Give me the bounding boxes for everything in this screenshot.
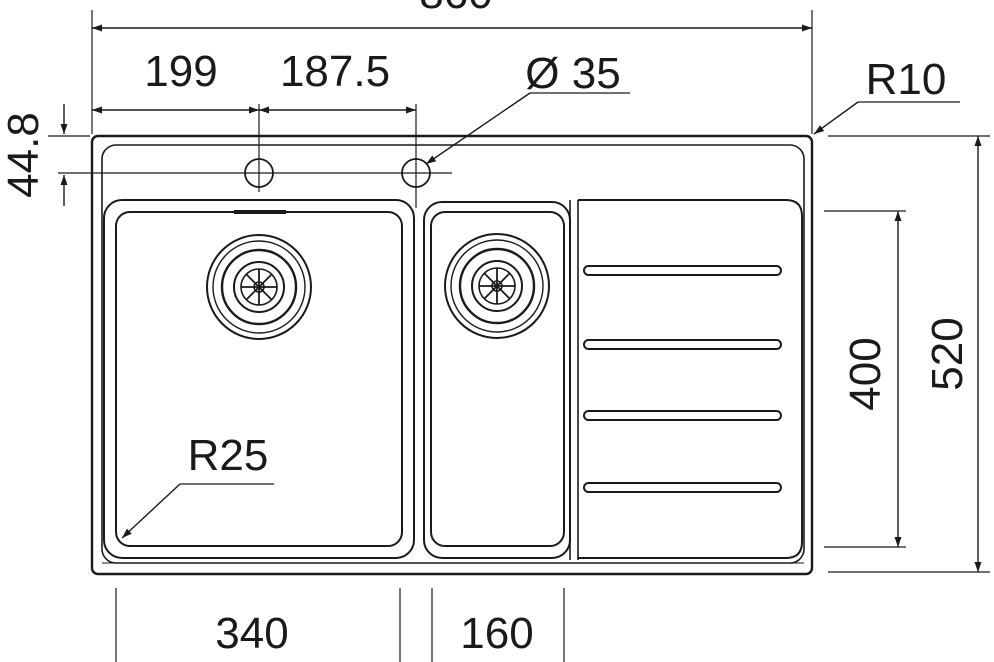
drainer-area: [569, 199, 803, 560]
bowl-depth-label: 400: [841, 337, 890, 410]
overall-depth-dimension: 520: [828, 135, 990, 573]
small-bowl-inner: [430, 211, 565, 547]
main-bowl-drain: [206, 234, 312, 340]
tap-hole-spacing-dimension: 199 187.5: [92, 47, 416, 114]
overall-depth-label: 520: [923, 317, 972, 390]
bowl-radius-label: R25: [188, 431, 269, 480]
overall-width-dimension: 860: [91, 0, 813, 134]
drainer-panel: [578, 199, 803, 559]
small-bowl-outer: [423, 201, 571, 559]
sink-inner-rim: [101, 144, 805, 564]
drainer-groove-2: [583, 339, 782, 350]
bowl-width-dimensions: 340 160: [115, 588, 565, 662]
main-bowl-width-label: 340: [215, 609, 288, 658]
outer-radius-label: R10: [866, 55, 947, 104]
outer-radius-callout: R10: [813, 55, 960, 135]
drainer-groove-1: [583, 265, 782, 276]
hole1-offset-label: 199: [144, 47, 217, 96]
hole-edge-distance-label: 44.8: [0, 112, 48, 198]
tap-holes: [58, 104, 452, 208]
main-bowl: [103, 199, 415, 559]
hole-diameter-callout: Ø 35: [425, 49, 630, 165]
overall-width-label: 860: [419, 0, 492, 18]
sink-outer-edge: [90, 134, 814, 576]
drainer-groove-4: [583, 482, 782, 493]
small-bowl-drain: [444, 233, 550, 339]
small-bowl-width-label: 160: [460, 609, 533, 658]
small-bowl: [423, 201, 571, 559]
hole-spacing-label: 187.5: [280, 47, 390, 96]
bowl-radius-callout: R25: [121, 431, 274, 539]
bowl-depth-dimension: 400: [824, 210, 906, 548]
main-bowl-outer: [103, 199, 415, 559]
drainer-groove-3: [583, 410, 782, 421]
hole-edge-distance-dimension: 44.8: [0, 104, 90, 206]
hole-diameter-label: Ø 35: [525, 49, 620, 98]
